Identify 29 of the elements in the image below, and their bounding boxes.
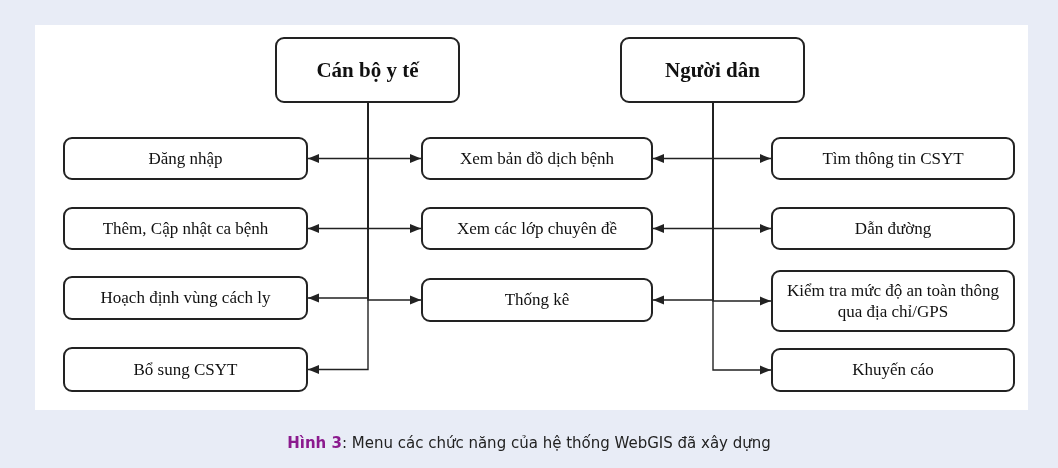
function-box xyxy=(771,348,1015,392)
function-box xyxy=(421,137,653,180)
node-label: Bổ sung CSYT xyxy=(133,358,238,381)
node-label: Hoạch định vùng cách ly xyxy=(100,287,271,309)
function-box xyxy=(63,137,308,180)
node-label: Cán bộ y tế xyxy=(316,56,419,84)
node-label: Tìm thông tin CSYT xyxy=(822,147,964,170)
figure-caption: Hình 3: Menu các chức năng của hệ thống WebGIS đã xây dựng xyxy=(287,434,771,452)
node-label: Xem các lớp chuyên đề xyxy=(457,217,617,240)
function-box xyxy=(771,270,1015,332)
connector-arrow xyxy=(367,102,422,305)
function-box xyxy=(771,137,1015,180)
function-box xyxy=(421,278,653,322)
node-label: Thêm, Cập nhật ca bệnh xyxy=(102,217,269,240)
node-label: Người dân xyxy=(665,56,760,84)
function-box xyxy=(421,207,653,250)
node-label: Thống kê xyxy=(504,289,570,311)
function-box xyxy=(63,276,308,320)
function-box xyxy=(63,207,308,250)
node-label: Đăng nhập xyxy=(148,147,223,170)
function-box xyxy=(63,347,308,392)
connector-arrow xyxy=(712,102,772,375)
node-label: Xem bản đồ dịch bệnh xyxy=(460,147,614,170)
node-label: Khuyến cáo xyxy=(852,359,934,381)
node-label: Dẫn đường xyxy=(854,217,932,240)
function-box xyxy=(771,207,1015,250)
actor-box xyxy=(275,37,460,103)
actor-box xyxy=(620,37,805,103)
node-label: Kiểm tra mức độ an toàn thông qua địa chỉ/GPS xyxy=(785,279,1001,323)
